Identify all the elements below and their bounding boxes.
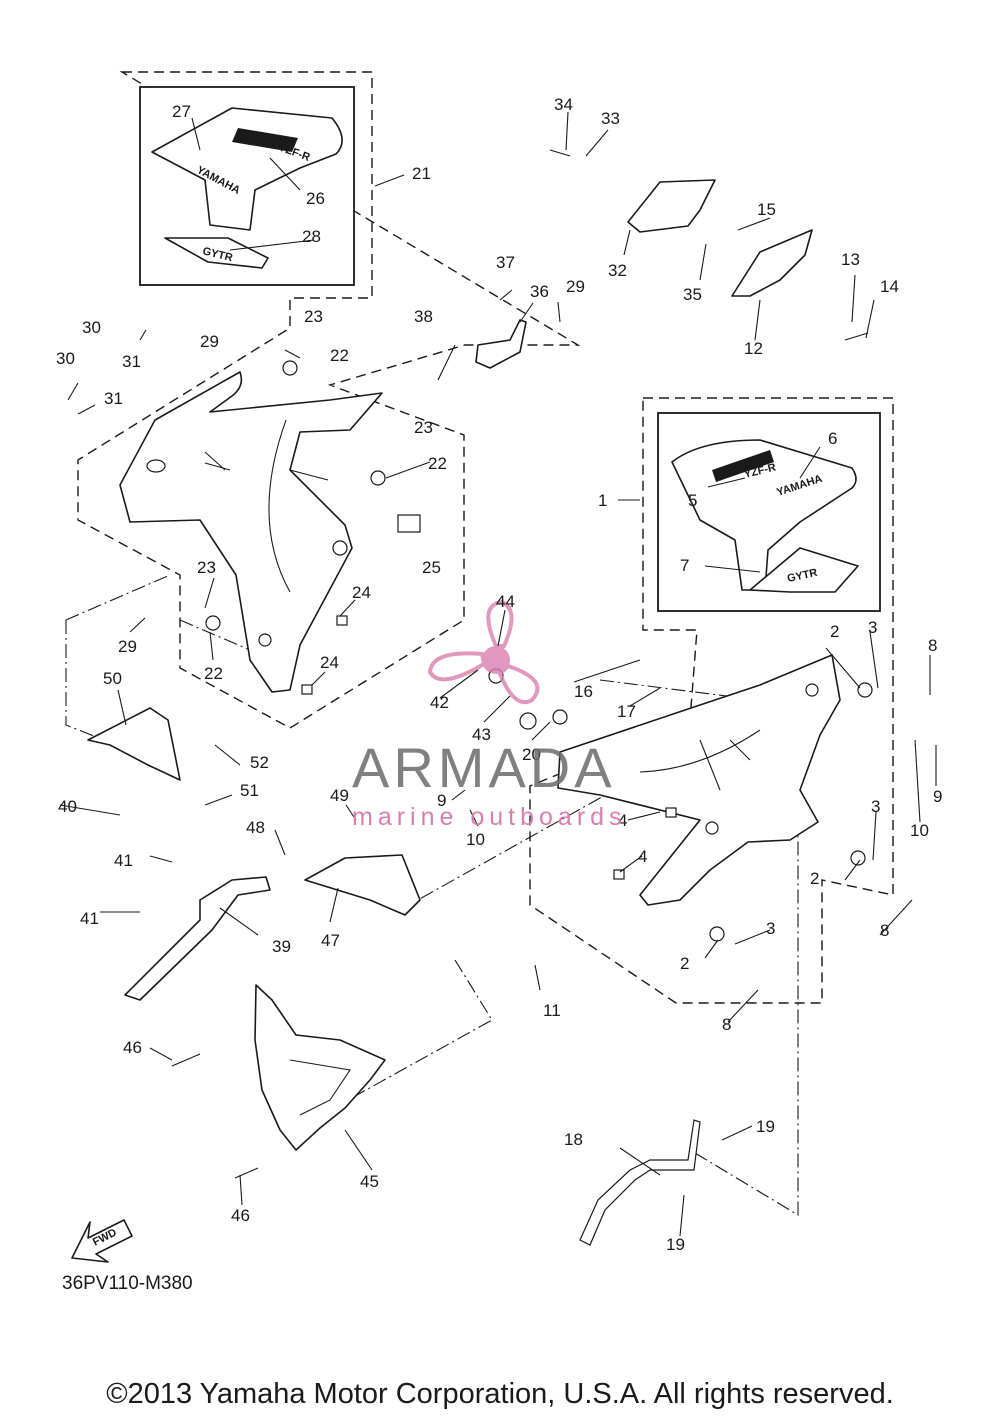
armada-propeller-logo-icon [427, 599, 540, 705]
callout-1: 1 [598, 491, 607, 510]
callout-5: 5 [688, 491, 697, 510]
right-decal-drawing: YAMAHA YZF-R GYTR [671, 439, 859, 593]
callout-38: 38 [414, 307, 433, 326]
callout-28: 28 [302, 227, 321, 246]
callout-19: 19 [666, 1235, 685, 1254]
right-side-cowling [557, 654, 841, 906]
callout-10: 10 [910, 821, 929, 840]
callout-17: 17 [617, 702, 636, 721]
callout-19: 19 [756, 1117, 775, 1136]
callout-3: 3 [868, 618, 877, 637]
callout-35: 35 [683, 285, 702, 304]
callout-8: 8 [880, 921, 889, 940]
callout-11: 11 [543, 1001, 561, 1020]
copyright-notice: ©2013 Yamaha Motor Corporation, U.S.A. A… [106, 1378, 894, 1410]
callout-42: 42 [430, 693, 449, 712]
watermark-brand: ARMADA [352, 736, 616, 799]
callout-21: 21 [412, 164, 431, 183]
callout-44: 44 [496, 592, 515, 611]
callout-3: 3 [871, 797, 880, 816]
callout-46: 46 [123, 1038, 142, 1057]
callout-22: 22 [428, 454, 447, 473]
callout-33: 33 [601, 109, 620, 128]
callout-43: 43 [472, 725, 491, 744]
callout-23: 23 [414, 418, 433, 437]
under-cowl [254, 984, 386, 1151]
callout-13: 13 [841, 250, 860, 269]
callout-31: 31 [122, 352, 141, 371]
callout-8: 8 [722, 1015, 731, 1034]
callout-12: 12 [744, 339, 763, 358]
stays [124, 876, 701, 1246]
callout-29: 29 [566, 277, 585, 296]
callout-45: 45 [360, 1172, 379, 1191]
callout-22: 22 [330, 346, 349, 365]
inner-panels [87, 707, 421, 916]
fwd-arrow-icon: FWD [71, 1219, 133, 1263]
callout-48: 48 [246, 818, 265, 837]
callout-47: 47 [321, 931, 340, 950]
callout-50: 50 [103, 669, 122, 688]
callout-22: 22 [204, 664, 223, 683]
callout-7: 7 [680, 556, 689, 575]
fasteners [171, 149, 873, 1179]
upper-brackets [475, 179, 813, 369]
callout-20: 20 [522, 745, 541, 764]
callout-39: 39 [272, 937, 291, 956]
callout-26: 26 [306, 189, 325, 208]
decal-set-box-right [529, 397, 894, 1004]
assembly-guide-lower [329, 679, 799, 1216]
diagram-code: 36PV110-M380 [62, 1273, 193, 1294]
decal-set-box-left [77, 71, 581, 729]
callout-49: 49 [330, 786, 349, 805]
callout-8: 8 [928, 636, 937, 655]
callout-23: 23 [304, 307, 323, 326]
callout-9: 9 [933, 787, 942, 806]
callout-leaders [59, 111, 937, 1237]
callout-31: 31 [104, 389, 123, 408]
callout-15: 15 [757, 200, 776, 219]
callout-46: 46 [231, 1206, 250, 1225]
callout-40: 40 [58, 797, 77, 816]
callout-9: 9 [437, 791, 446, 810]
callout-27: 27 [172, 102, 191, 121]
callout-52: 52 [250, 753, 269, 772]
callout-30: 30 [56, 349, 75, 368]
callout-32: 32 [608, 261, 627, 280]
callout-36: 36 [530, 282, 549, 301]
callout-25: 25 [422, 558, 441, 577]
callout-3: 3 [766, 919, 775, 938]
callout-41: 41 [114, 851, 133, 870]
callout-41: 41 [80, 909, 99, 928]
callout-24: 24 [352, 583, 371, 602]
callout-18: 18 [564, 1130, 583, 1149]
callout-29: 29 [118, 637, 137, 656]
callout-numbers: 1 2 2 2 3 3 3 4 4 5 6 7 8 8 8 9 9 10 10 … [56, 95, 942, 1254]
watermark-tagline: marine outboards [352, 803, 627, 831]
callout-14: 14 [880, 277, 899, 296]
callout-37: 37 [496, 253, 515, 272]
callout-4: 4 [638, 847, 647, 866]
callout-6: 6 [828, 429, 837, 448]
callout-2: 2 [830, 622, 839, 641]
callout-23: 23 [197, 558, 216, 577]
callout-24: 24 [320, 653, 339, 672]
callout-16: 16 [574, 682, 593, 701]
callout-10: 10 [466, 830, 485, 849]
callout-2: 2 [810, 869, 819, 888]
callout-4: 4 [618, 811, 627, 830]
callout-51: 51 [240, 781, 259, 800]
callout-29: 29 [200, 332, 219, 351]
callout-30: 30 [82, 318, 101, 337]
callout-34: 34 [554, 95, 573, 114]
callout-2: 2 [680, 954, 689, 973]
left-side-cowling [119, 371, 383, 693]
